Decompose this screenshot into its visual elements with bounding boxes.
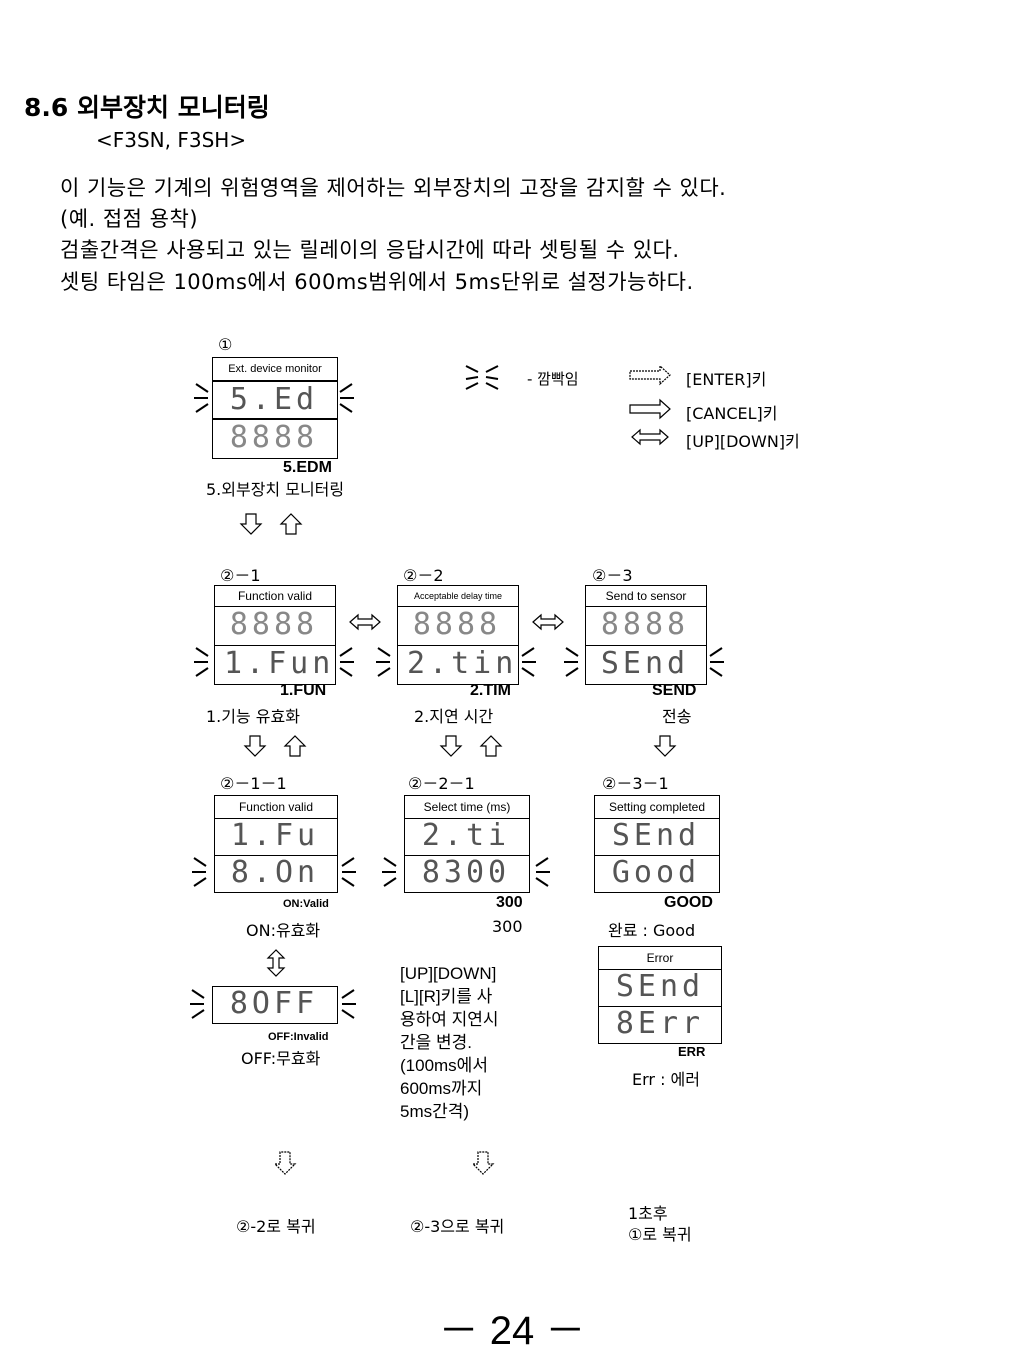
step3-1-label: ON:유효화: [246, 921, 321, 940]
model-list: <F3SN, F3SH>: [96, 128, 247, 152]
step2-1-code: 1.FUN: [280, 682, 327, 699]
delay-time-note: [UP][DOWN] [L][R]키를 사 용하여 지연시 간을 변경. (10…: [400, 964, 499, 1121]
step3-1-display-bottom: [214, 855, 338, 893]
step2-1-mark: ②－1: [220, 566, 261, 585]
off-display: [212, 986, 338, 1024]
error-seg-bottom: 8Err: [615, 1006, 705, 1041]
error-seg-top: SEnd: [615, 969, 705, 1004]
step3-1-seg-bottom: 8.On: [230, 855, 320, 890]
step1-seg-top: 5.Ed: [229, 382, 319, 417]
step1-mark: ①: [218, 335, 233, 354]
section-title: 8.6 외부장치 모니터링: [24, 93, 270, 122]
return-label-1: ②-2로 복귀: [236, 1217, 316, 1236]
step3-3-label: 완료 : Good: [608, 921, 696, 940]
blink-mark-icons: [190, 365, 724, 1019]
step2-3-label: 전송: [662, 707, 692, 726]
step2-2-display-bottom: [397, 645, 519, 685]
step2-1-seg-bottom: 1.Fun: [224, 646, 335, 681]
error-display-bottom: [598, 1006, 722, 1044]
step2-2-code: 2.TIM: [470, 682, 511, 699]
step3-3-display-bottom: [594, 855, 720, 893]
step1-display-top: [212, 381, 338, 419]
off-code: OFF:Invalid: [268, 1031, 329, 1043]
paragraph-1: 이 기능은 기계의 위험영역을 제어하는 외부장치의 고장을 감지할 수 있다.: [60, 176, 727, 200]
step2-2-seg-bottom: 2.tin: [407, 646, 518, 681]
step2-2-label: 2.지연 시간: [414, 707, 494, 726]
page-number: － 24 －: [438, 1309, 586, 1353]
step2-3-mark: ②－3: [592, 566, 633, 585]
step2-3-seg-bottom: SEnd: [600, 646, 690, 681]
step2-1-display-bottom: [214, 645, 336, 685]
step3-2-seg-bottom: 8300: [421, 855, 511, 890]
step3-2-seg-top: 2.ti: [421, 818, 511, 853]
off-label: OFF:무효화: [241, 1049, 321, 1068]
paragraph-2: (예. 접점 용착): [60, 207, 199, 231]
step3-2-mark: ②－2－1: [408, 774, 475, 793]
step3-3-seg-top: SEnd: [611, 818, 701, 853]
step2-1-seg-top: 8888: [229, 607, 319, 642]
step3-2-display-bottom: [404, 855, 530, 893]
error-code: ERR: [678, 1044, 706, 1059]
step3-2-code: 300: [496, 894, 523, 911]
step3-1-seg-top: 1.Fu: [230, 818, 320, 853]
return-label-3: 1초후 ①로 복귀: [628, 1204, 692, 1244]
step3-2-label: 300: [492, 917, 523, 936]
paragraph-3: 검출간격은 사용되고 있는 릴레이의 응답시간에 따라 셋팅될 수 있다.: [60, 238, 680, 262]
step3-1-mark: ②－1－1: [220, 774, 287, 793]
step2-3-code: SEND: [652, 682, 697, 699]
off-seg: 8OFF: [229, 986, 319, 1021]
step2-1-label: 1.기능 유효화: [206, 707, 300, 726]
step2-2-mark: ②－2: [403, 566, 444, 585]
legend-cancel-label: [CANCEL]키: [686, 404, 778, 423]
step1-code: 5.EDM: [283, 459, 332, 476]
step1-display-bottom: [212, 419, 338, 459]
error-label: Err : 에러: [632, 1070, 700, 1089]
step1-seg-bottom: 8888: [229, 420, 319, 455]
legend-updown-label: [UP][DOWN]키: [686, 432, 800, 451]
step2-3-display-bottom: [585, 645, 707, 685]
legend-enter-label: [ENTER]키: [686, 370, 767, 389]
step1-label: 5.외부장치 모니터링: [206, 480, 345, 499]
paragraph-4: 셋팅 타임은 100ms에서 600ms범위에서 5ms단위로 설정가능하다.: [60, 270, 694, 294]
arrow-icons: [239, 364, 677, 1175]
step3-3-seg-bottom: Good: [611, 855, 701, 890]
step3-3-mark: ②－3－1: [602, 774, 669, 793]
step2-2-seg-top: 8888: [412, 607, 502, 642]
step1-panel-header: Ext. device monitor: [212, 357, 338, 381]
step3-1-code: ON:Valid: [283, 898, 329, 910]
legend-blink-label: - 깜빡임: [527, 370, 579, 388]
return-label-2: ②-3으로 복귀: [410, 1217, 505, 1236]
step3-3-code: GOOD: [664, 894, 713, 911]
step2-3-seg-top: 8888: [600, 607, 690, 642]
